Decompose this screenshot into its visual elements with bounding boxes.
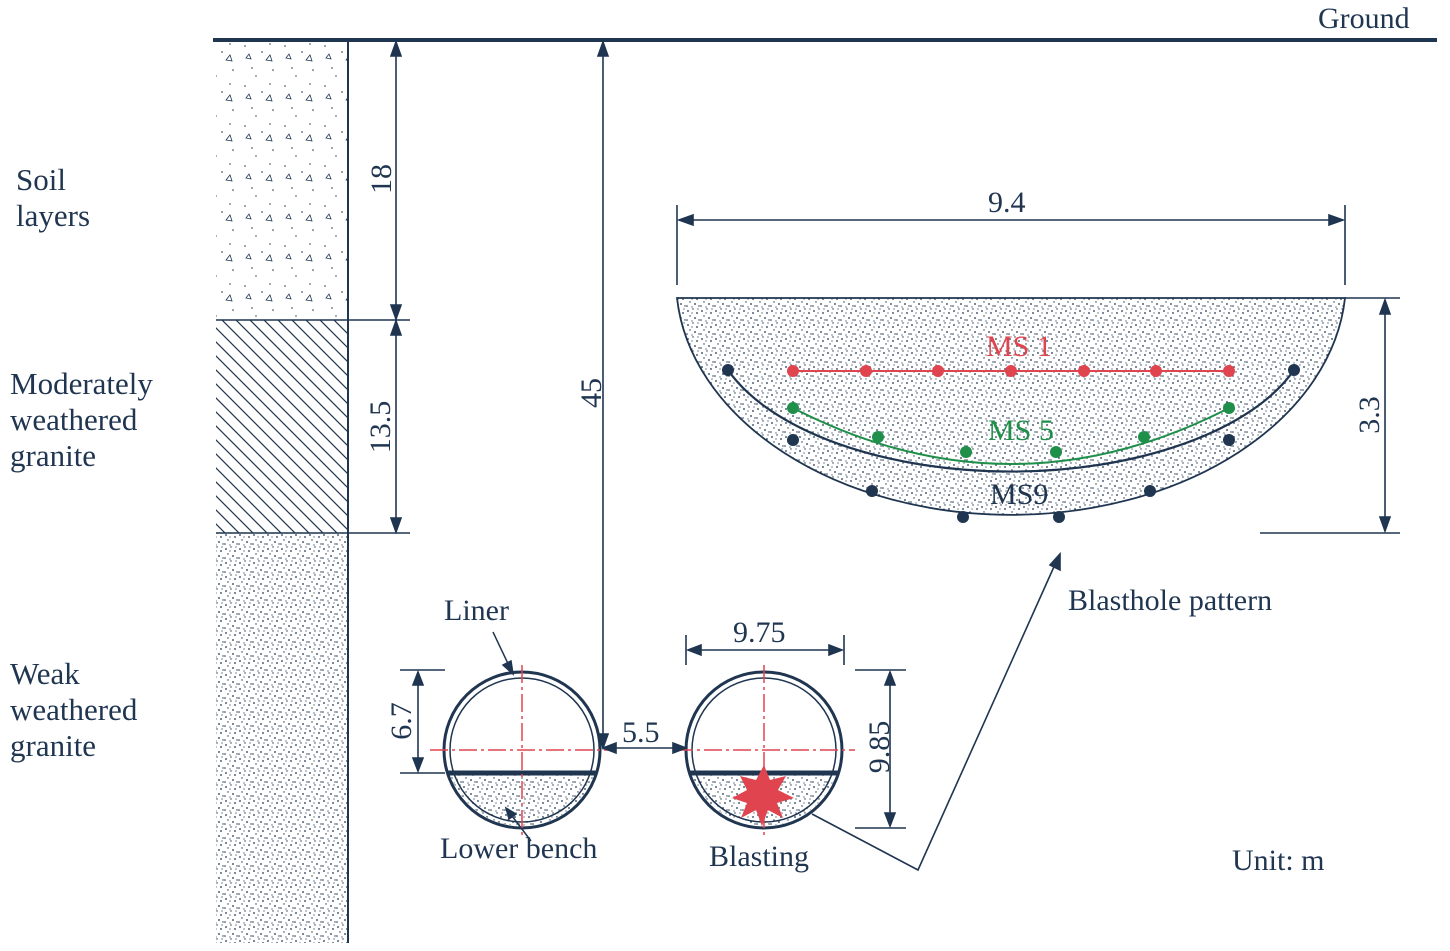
tunnel-height-value: 9.85 bbox=[863, 720, 896, 774]
height-dimension bbox=[855, 669, 906, 829]
leader-lines bbox=[492, 631, 532, 842]
blast-burst bbox=[732, 765, 794, 826]
spacing-dimension bbox=[600, 741, 689, 755]
ms1-label: MS 1 bbox=[986, 330, 1052, 363]
pattern-pointer bbox=[811, 551, 1061, 872]
soil-thickness-value: 18 bbox=[365, 164, 398, 194]
tunnel-width-value: 9.75 bbox=[733, 616, 786, 649]
liner-label: Liner bbox=[444, 594, 509, 627]
thickness-dimension bbox=[360, 39, 410, 535]
ms9-label: MS9 bbox=[990, 478, 1049, 511]
weak-layer-label: Weak weathered granite bbox=[10, 656, 138, 763]
weak-weathered-layer bbox=[216, 533, 348, 943]
pattern-height-value: 3.3 bbox=[1353, 396, 1386, 434]
ground-label: Ground bbox=[1318, 2, 1410, 35]
width-dimension bbox=[685, 635, 845, 665]
blasting-label: Blasting bbox=[709, 840, 810, 873]
moderately-weathered-layer bbox=[216, 320, 348, 533]
moderate-thickness-value: 13.5 bbox=[364, 400, 397, 454]
moderate-layer-label: Moderately weathered granite bbox=[10, 366, 153, 473]
blasthole-pattern-label: Blasthole pattern bbox=[1068, 584, 1273, 617]
blasthole-pattern bbox=[675, 297, 1347, 523]
ms5-label: MS 5 bbox=[988, 414, 1054, 447]
right-tunnel bbox=[675, 665, 855, 835]
lower-bench-label: Lower bench bbox=[440, 832, 598, 865]
pattern-width-value: 9.4 bbox=[988, 186, 1026, 219]
soil-layer-label: Soil layers bbox=[16, 162, 91, 233]
depth-value: 45 bbox=[575, 378, 608, 408]
unit-label: Unit: m bbox=[1232, 844, 1325, 877]
upper-height-value: 6.7 bbox=[385, 702, 418, 740]
left-tunnel bbox=[430, 665, 610, 835]
spacing-value: 5.5 bbox=[622, 716, 660, 749]
soil-layer bbox=[216, 42, 348, 320]
upper-height-dimension bbox=[400, 669, 445, 774]
pattern-height-dimension bbox=[1260, 297, 1400, 534]
pattern-width-dimension bbox=[676, 205, 1346, 285]
